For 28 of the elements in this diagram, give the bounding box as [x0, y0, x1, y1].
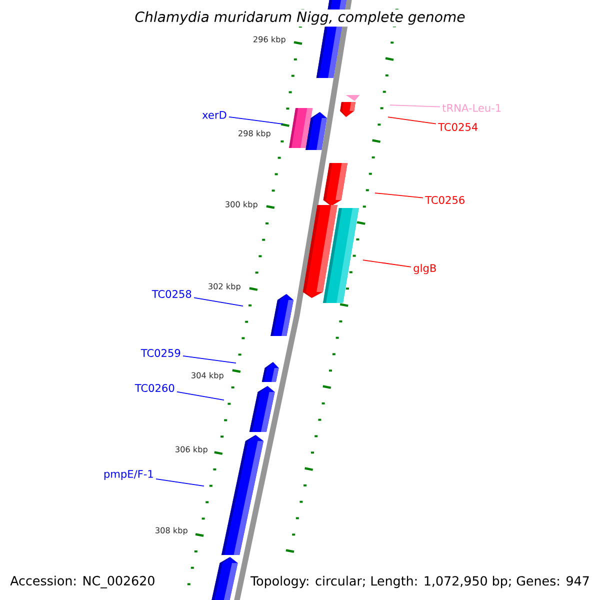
leader-line — [156, 478, 204, 486]
accession-text: Accession: NC_002620 — [10, 576, 154, 588]
title: Chlamydia muridarum Nigg, complete genome — [132, 9, 468, 27]
leader-line — [388, 116, 436, 124]
gene-label: TC0259 — [140, 349, 180, 357]
gene-label: pmpE/F-1 — [104, 470, 153, 480]
tick-label: 308 kbp — [156, 527, 188, 535]
tick-label: 300 kbp — [226, 201, 258, 209]
tick-label: 298 kbp — [238, 130, 270, 138]
tick-label: 306 kbp — [176, 446, 208, 454]
gene-label: TC0256 — [425, 196, 464, 204]
genome-info-text: Topology: circular; Length: 1,072,950 bp; Genes: 947 — [250, 576, 589, 588]
leader-line — [228, 116, 284, 124]
leader-line — [374, 192, 424, 198]
gene-label: TC0258 — [152, 290, 192, 298]
gene-label: TC0260 — [134, 384, 174, 392]
tick-label: 302 kbp — [208, 283, 240, 291]
tick-label: 296 kbp — [254, 36, 286, 44]
gene-label: xerD — [202, 111, 226, 119]
leader-line — [182, 356, 236, 364]
leader-line — [194, 297, 244, 306]
leader-line — [362, 260, 412, 268]
gene-label: TC0254 — [438, 123, 478, 131]
leader-line — [176, 391, 224, 400]
gene-label: tRNA-Leu-1 — [442, 104, 501, 112]
leader-line — [390, 104, 440, 108]
gene-label: glgB — [414, 264, 436, 274]
tick-label: 304 kbp — [192, 372, 224, 380]
